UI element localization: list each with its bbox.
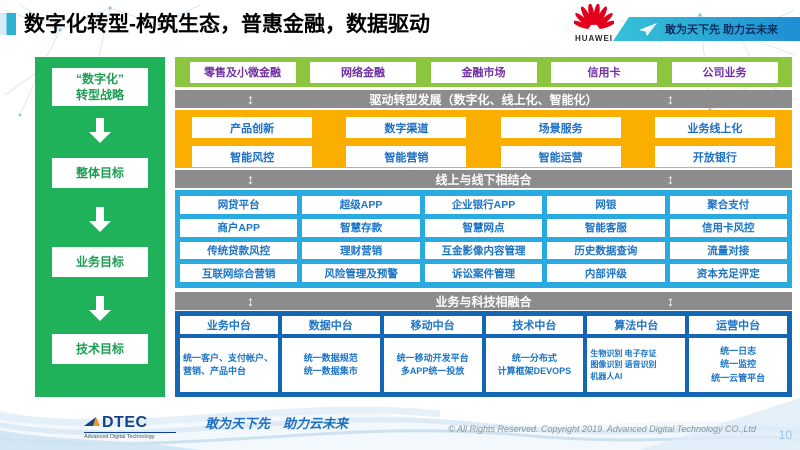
business-line-internet-finance: 网络金融 (310, 61, 416, 83)
app-wealth-marketing: 理财营销 (302, 241, 420, 260)
platform-operation-detail: 统一日志 统一监控 统一云管平台 (689, 338, 787, 392)
huawei-logo: HUAWEI (572, 3, 616, 43)
updown-arrow-icon: ↕ (667, 293, 674, 309)
adtec-arrow-icon (84, 417, 100, 426)
platform-business-title: 业务中台 (180, 316, 278, 334)
strategy-item-overall-goal: 整体目标 (52, 158, 148, 188)
platform-operation: 运营中台 统一日志 统一监控 统一云管平台 (689, 316, 787, 392)
app-smart-deposit: 智慧存款 (302, 218, 420, 237)
app-smart-service: 智能客服 (547, 218, 665, 237)
updown-arrow-icon: ↕ (247, 293, 254, 309)
app-risk-management-warning: 风险管理及预警 (302, 264, 420, 282)
slogan-banner: 敢为天下先 助力云未来 (613, 17, 800, 41)
platform-business: 业务中台 统一客户、支付帐户、营销、产品中台 (180, 316, 278, 392)
down-arrow-icon (89, 296, 111, 322)
updown-arrow-icon: ↕ (247, 91, 254, 107)
divider-transformation-label: 驱动转型发展（数字化、线上化、智能化） (369, 92, 598, 107)
platform-data: 数据中台 统一数据规范 统一数据集市 (281, 316, 380, 392)
adtec-logo: DTEC Advanced Digital Technology (84, 415, 194, 440)
adtec-logo-text: DTEC (102, 414, 148, 431)
business-line-corporate: 公司业务 (671, 61, 778, 83)
platform-technology: 技术中台 统一分布式 计算框架DEVOPS (485, 316, 584, 392)
platform-technology-title: 技术中台 (485, 316, 584, 334)
huawei-flower-icon (572, 3, 616, 29)
platform-algorithm-title: 算法中台 (587, 316, 686, 334)
app-credit-card-risk: 信用卡风控 (669, 218, 787, 237)
divider-online-offline-label: 线上与线下相结合 (435, 172, 532, 187)
adtec-logo-subtext: Advanced Digital Technology (84, 432, 176, 440)
paper-plane-icon (639, 22, 657, 36)
capability-product-innovation: 产品创新 (192, 117, 313, 138)
app-merchant-app: 商户APP (180, 218, 298, 237)
page-number: 10 (778, 428, 792, 442)
platform-section: 业务中台 统一客户、支付帐户、营销、产品中台 数据中台 统一数据规范 统一数据集… (175, 311, 792, 397)
app-aggregated-payment: 聚合支付 (669, 196, 787, 214)
platform-algorithm-detail: 生物识别 电子存证 图像识别 语音识别 机器人AI (587, 338, 686, 392)
platform-data-title: 数据中台 (281, 316, 380, 334)
divider-online-offline: ↕ 线上与线下相结合 ↕ (175, 170, 792, 188)
platform-mobile-detail: 统一移动开发平台 多APP统一投放 (383, 338, 482, 392)
strategy-item-digital: “数字化” 转型战略 (52, 68, 148, 106)
app-loan-platform: 网贷平台 (180, 196, 298, 214)
down-arrow-icon (89, 118, 111, 144)
app-image-content-management: 互金影像内容管理 (424, 241, 543, 260)
capability-digital-channel: 数字渠道 (346, 117, 467, 138)
down-arrow-icon (89, 207, 111, 233)
updown-arrow-icon: ↕ (667, 171, 674, 187)
capability-smart-marketing: 智能营销 (346, 146, 467, 167)
capability-business-online: 业务线上化 (654, 117, 775, 138)
business-line-credit-card: 信用卡 (551, 61, 657, 83)
capability-scenario-service: 场景服务 (500, 117, 621, 138)
strategy-item-business-goal: 业务目标 (52, 247, 148, 277)
copyright-text: © All Rights Reserved. Copyright 2019. A… (448, 424, 756, 434)
app-traditional-loan-risk: 传统贷款风控 (180, 241, 298, 260)
page-title: 数字化转型-构筑生态，普惠金融，数据驱动 (24, 13, 430, 36)
app-online-banking: 网银 (547, 196, 665, 214)
strategy-item-tech-goal: 技术目标 (52, 334, 148, 364)
divider-transformation: ↕ 驱动转型发展（数字化、线上化、智能化） ↕ (175, 90, 792, 108)
capability-smart-risk: 智能风控 (192, 146, 313, 167)
platform-algorithm: 算法中台 生物识别 电子存证 图像识别 语音识别 机器人AI (587, 316, 686, 392)
business-line-retail: 零售及小微金融 (189, 61, 296, 83)
app-smart-branch: 智慧网点 (424, 218, 543, 237)
capability-smart-operation: 智能运营 (500, 146, 621, 167)
app-litigation-management: 诉讼案件管理 (424, 264, 543, 282)
business-lines-row: 零售及小微金融 网络金融 金融市场 信用卡 公司业务 (175, 57, 792, 87)
divider-business-tech-label: 业务与科技相融合 (435, 294, 532, 309)
divider-business-tech: ↕ 业务与科技相融合 ↕ (175, 292, 792, 310)
app-internal-rating: 内部评级 (547, 264, 665, 282)
capability-open-banking: 开放银行 (654, 146, 775, 167)
platform-operation-title: 运营中台 (689, 316, 787, 334)
business-line-financial-market: 金融市场 (430, 61, 537, 83)
app-traffic-connection: 流量对接 (669, 241, 787, 260)
strategy-panel: “数字化” 转型战略 整体目标 业务目标 技术目标 (35, 57, 165, 397)
application-grid: 网贷平台 超级APP 企业银行APP 网银 聚合支付 商户APP 智慧存款 智慧… (175, 190, 792, 288)
platform-data-detail: 统一数据规范 统一数据集市 (281, 338, 380, 392)
platform-mobile-title: 移动中台 (383, 316, 482, 334)
platform-business-detail: 统一客户、支付帐户、营销、产品中台 (180, 338, 278, 392)
platform-mobile: 移动中台 统一移动开发平台 多APP统一投放 (383, 316, 482, 392)
app-corporate-banking-app: 企业银行APP (424, 196, 543, 214)
app-history-data-query: 历史数据查询 (547, 241, 665, 260)
huawei-brand-text: HUAWEI (575, 34, 613, 43)
app-super-app: 超级APP (302, 196, 420, 214)
title-accent-bar (0, 13, 16, 35)
app-internet-marketing: 互联网综合营销 (180, 264, 298, 282)
platform-technology-detail: 统一分布式 计算框架DEVOPS (485, 338, 584, 392)
updown-arrow-icon: ↕ (667, 91, 674, 107)
updown-arrow-icon: ↕ (247, 171, 254, 187)
footer-slogan: 敢为天下先 助力云未来 (205, 416, 349, 431)
banner-slogan-text: 敢为天下先 助力云未来 (665, 24, 779, 36)
app-capital-adequacy: 资本充足评定 (669, 264, 787, 282)
capability-grid: 产品创新 数字渠道 场景服务 业务线上化 智能风控 智能营销 智能运营 开放银行 (175, 110, 792, 168)
